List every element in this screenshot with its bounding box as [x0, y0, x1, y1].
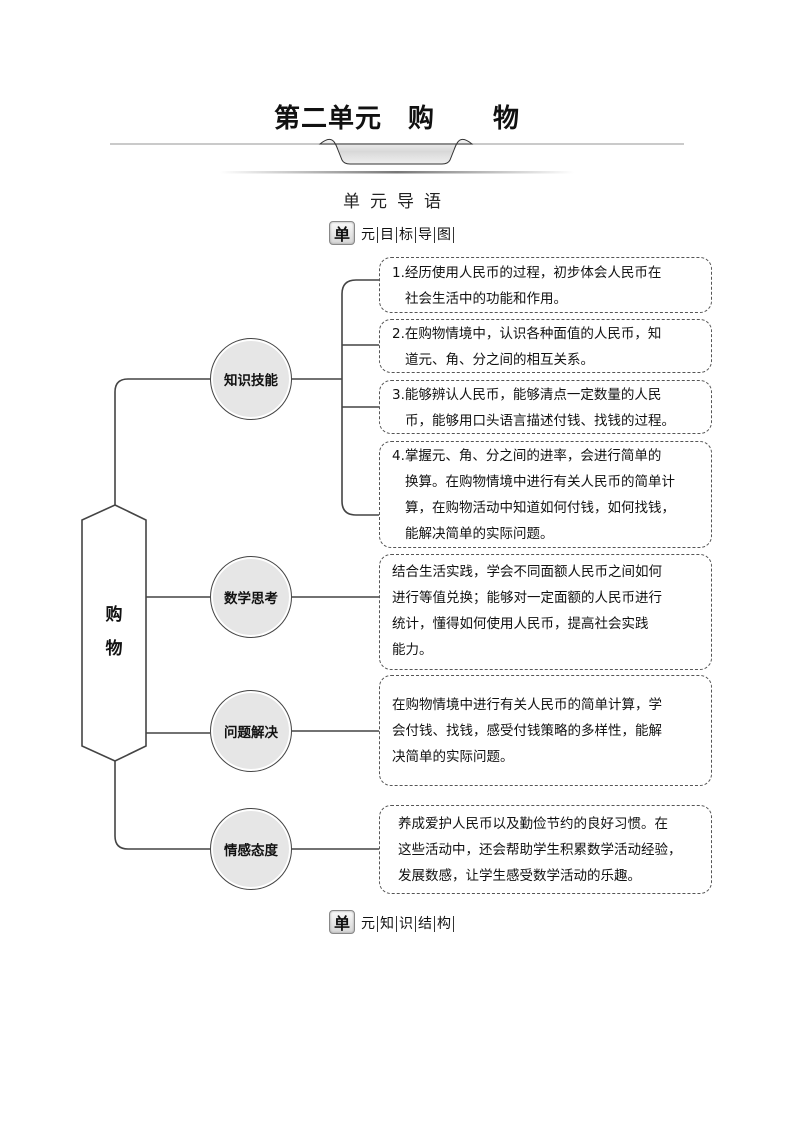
title-shadow-rule: [220, 171, 574, 174]
goal-line: 4.掌握元、角、分之间的进率，会进行简单的: [392, 448, 662, 464]
section-char: 构: [435, 915, 454, 932]
root-label-line: 物: [105, 639, 123, 659]
chapter-title-unit: 第二单元: [273, 104, 382, 134]
section-title-structure: 元知识结构: [359, 913, 454, 932]
section-badge: 单: [329, 910, 355, 934]
section-head-structure: 单 元知识结构: [329, 910, 454, 934]
goal-line: 在购物情境中进行有关人民币的简单计算，学: [392, 697, 662, 713]
section-char: 导: [416, 226, 435, 243]
goal-box-math-thinking: 结合生活实践，学会不同面额人民币之间如何 进行等值兑换；能够对一定面额的人民币进…: [379, 554, 712, 670]
goal-line: 统计，懂得如何使用人民币，提高社会实践: [392, 616, 649, 632]
goal-line: 币，能够用口头语言描述付钱、找钱的过程。: [405, 413, 675, 429]
goal-box-problem-solving: 在购物情境中进行有关人民币的简单计算，学 会付钱、找钱，感受付钱策略的多样性，能…: [379, 675, 712, 786]
goal-line: 能力。: [392, 642, 433, 658]
chapter-title-char-1: 购: [407, 104, 435, 134]
goal-line: 发展数感，让学生感受数学活动的乐趣。: [398, 868, 641, 884]
category-emotion-attitude: 情感态度: [210, 808, 292, 890]
root-label-line: 购: [105, 605, 123, 625]
root-label: 购 物: [82, 598, 146, 666]
section-char: 元: [359, 915, 378, 932]
goal-box-knowledge-1: 1.经历使用人民币的过程，初步体会人民币在 社会生活中的功能和作用。: [379, 257, 712, 313]
connector-root-to-knowledge: [114, 378, 210, 505]
knowledge-bracket: [341, 279, 379, 516]
title-banner-ornament: [110, 138, 684, 174]
chapter-title: 第二单元购 物: [0, 98, 794, 135]
goal-line: 养成爱护人民币以及勤俭节约的良好习惯。在: [398, 816, 668, 832]
goal-box-knowledge-3: 3.能够辨认人民币，能够清点一定数量的人民 币，能够用口头语言描述付钱、找钱的过…: [379, 380, 712, 434]
section-intro-heading: 单元导语: [343, 192, 451, 212]
goal-line: 进行等值兑换；能够对一定面额的人民币进行: [392, 590, 662, 606]
section-char: 目: [378, 226, 397, 243]
category-knowledge-skills: 知识技能: [210, 338, 292, 420]
goal-line: 道元、角、分之间的相互关系。: [405, 352, 594, 368]
goal-line: 2.在购物情境中，认识各种面值的人民币，知: [392, 326, 662, 342]
goal-line: 结合生活实践，学会不同面额人民币之间如何: [392, 564, 662, 580]
goal-line: 会付钱、找钱，感受付钱策略的多样性，能解: [392, 723, 662, 739]
goal-line: 1.经历使用人民币的过程，初步体会人民币在: [392, 265, 662, 281]
goal-box-knowledge-2: 2.在购物情境中，认识各种面值的人民币，知 道元、角、分之间的相互关系。: [379, 319, 712, 373]
goal-line: 决简单的实际问题。: [392, 749, 514, 765]
goal-line: 社会生活中的功能和作用。: [405, 291, 567, 307]
category-problem-solving: 问题解决: [210, 690, 292, 772]
goal-line: 3.能够辨认人民币，能够清点一定数量的人民: [392, 387, 662, 403]
section-title-goals: 元目标导图: [359, 224, 454, 243]
goal-line: 换算。在购物情境中进行有关人民币的简单计: [405, 474, 675, 490]
section-char: 识: [397, 915, 416, 932]
goal-box-emotion-attitude: 养成爱护人民币以及勤俭节约的良好习惯。在 这些活动中，还会帮助学生积累数学活动经…: [379, 805, 712, 894]
section-char: 结: [416, 915, 435, 932]
chapter-title-char-2: 物: [493, 104, 521, 134]
goal-line: 算，在购物活动中知道如何付钱，如何找钱，: [405, 500, 675, 516]
section-char: 知: [378, 915, 397, 932]
connector-root-to-emotion: [114, 761, 210, 850]
category-math-thinking: 数学思考: [210, 556, 292, 638]
section-char: 标: [397, 226, 416, 243]
goal-line: 能解决简单的实际问题。: [405, 526, 554, 542]
section-char: 元: [359, 226, 378, 243]
section-head-goals: 单 元目标导图: [329, 221, 454, 245]
goal-line: 这些活动中，还会帮助学生积累数学活动经验，: [398, 842, 682, 858]
title-tab: [318, 138, 474, 165]
goal-box-knowledge-4: 4.掌握元、角、分之间的进率，会进行简单的 换算。在购物情境中进行有关人民币的简…: [379, 441, 712, 548]
section-char: 图: [435, 226, 454, 243]
section-badge: 单: [329, 221, 355, 245]
